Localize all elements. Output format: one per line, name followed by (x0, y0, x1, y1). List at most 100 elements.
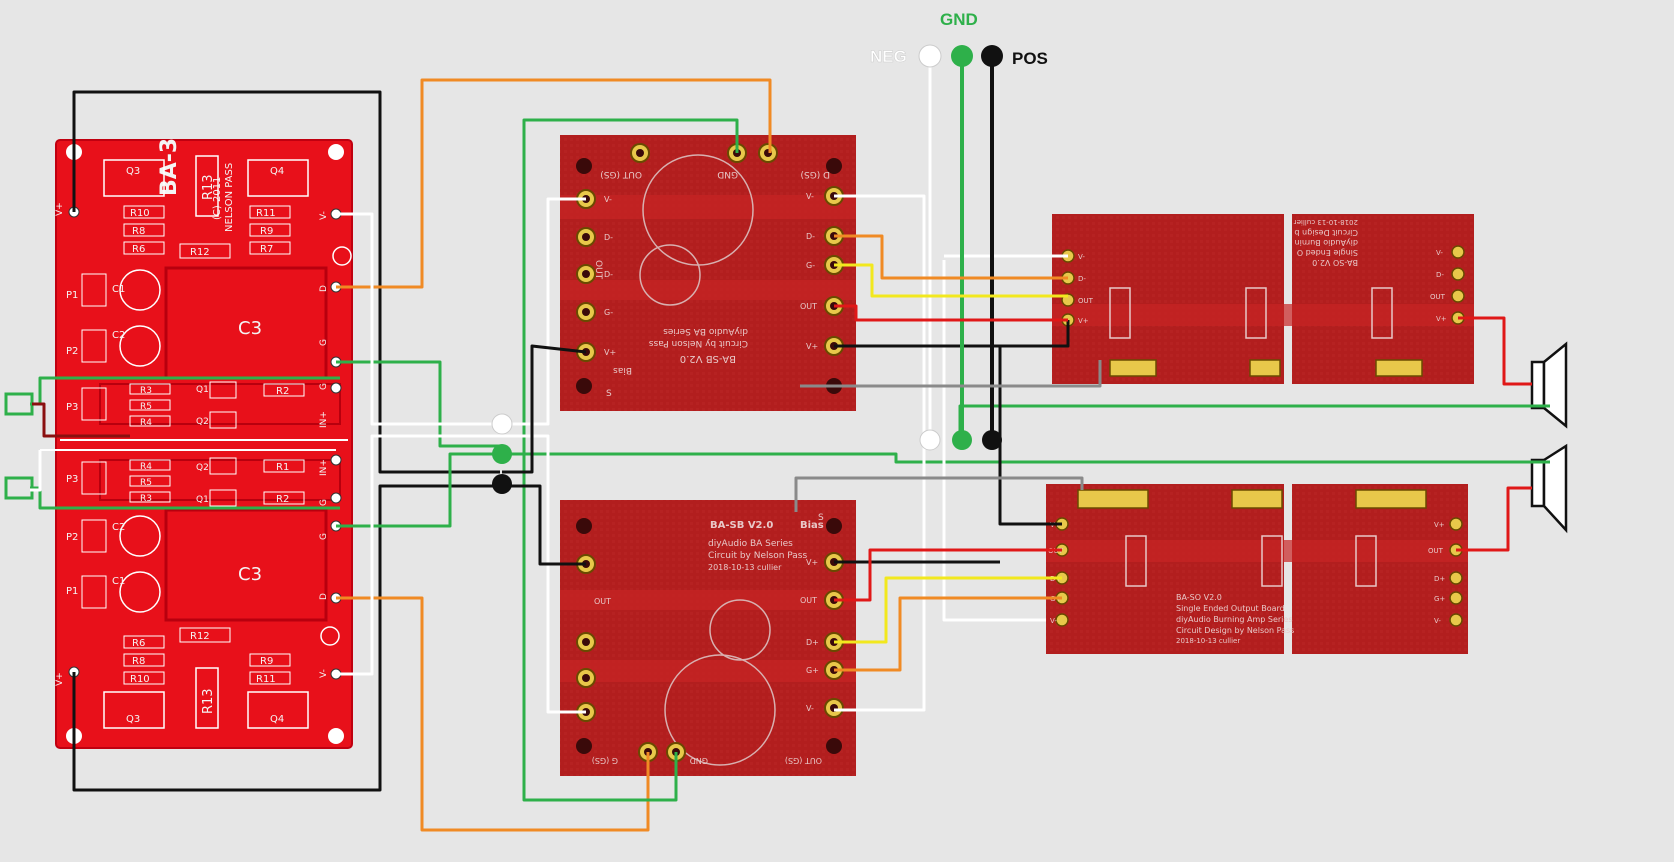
output-board-bottom: BA-SO V2.0 Single Ended Output Board diy… (1046, 484, 1468, 654)
ba3-q4-bottom: Q4 (270, 714, 284, 725)
bias-bottom-date: 2018-10-13 cullier (708, 563, 782, 572)
bias-top-pinl-0: V- (604, 195, 612, 204)
output-bottom-title: BA-SO V2.0 (1176, 593, 1222, 602)
ba3-q2-top: Q2 (196, 417, 209, 427)
speaker-icon (1530, 341, 1568, 429)
ba3-q3-bottom: Q3 (126, 714, 140, 725)
ba3-r1-bottom: R1 (276, 462, 289, 473)
bias-top-pinr-2: G- (806, 261, 815, 270)
bias-top-series: diyAudio BA Series (663, 326, 748, 336)
ba3-r2-bottom: R2 (276, 494, 289, 505)
ba3-q3-top: Q3 (126, 166, 140, 177)
gnd-label: GND (940, 10, 978, 29)
output-top-pinr-0: V- (1436, 249, 1443, 257)
ba3-r9-bottom: R9 (260, 656, 273, 667)
speaker-icon (1530, 443, 1568, 534)
ba3-q1-top: Q1 (196, 385, 209, 395)
ba3-p2-top: P2 (66, 346, 78, 357)
bias-bottom-pinr-1: OUT (800, 596, 817, 605)
bias-top-label-dgs: D (GS) (800, 169, 830, 179)
ba3-designer: NELSON PASS (224, 163, 235, 232)
ba3-r4-bottom: R4 (140, 462, 152, 472)
output-bottom-subtitle: Single Ended Output Board (1176, 604, 1285, 613)
pos-label: POS (1012, 49, 1048, 68)
output-bottom-pinr-0: V+ (1434, 521, 1445, 529)
bias-bottom-credit: Circuit by Nelson Pass (708, 551, 807, 561)
output-bottom-pinr-4: V- (1434, 617, 1441, 625)
bias-board-top: OUT (GS) D (GS) GND OUT BA-SB V2.0 Circu… (560, 135, 856, 411)
bias-top-title: BA-SB V2.0 (680, 353, 736, 364)
bias-bottom-gnd: GND (690, 756, 708, 765)
bias-bottom-bias: Bias (800, 520, 824, 531)
bias-top-label-out: OUT (593, 260, 603, 280)
bias-top-label-gnd: GND (717, 169, 738, 179)
output-top-pinr-2: OUT (1430, 293, 1446, 301)
pin-g2-top: G (319, 383, 329, 390)
neg-label: NEG (870, 47, 907, 66)
pin-in-plus-bottom: IN+ (319, 459, 329, 476)
ba3-r5-top: R5 (140, 402, 152, 412)
output-top-pinr-1: D- (1436, 271, 1444, 279)
ba3-r7-top: R7 (260, 244, 273, 255)
bias-top-pinr-4: V+ (806, 342, 818, 351)
output-top-pinr-3: V+ (1436, 315, 1447, 323)
output-bottom-pinl-4: V- (1050, 617, 1057, 625)
bias-top-label-outgs: OUT (GS) (600, 169, 642, 179)
ba3-c1-bottom: C1 (112, 576, 125, 587)
ba3-bottom-input-section: R4 R5 R3 Q2 Q1 R1 R2 (129, 457, 305, 507)
ba3-c1-top: C1 (112, 284, 125, 295)
output-top-subtitle: Single Ended O (1297, 248, 1358, 257)
output-top-line5: 2018-10-13 cullier (1294, 218, 1358, 226)
bias-bottom-out: OUT (594, 597, 611, 606)
bias-top-pin-labels: V- D- D- G- V+ V- D- G- OUT V+ (604, 192, 818, 357)
ba3-p3-bottom: P3 (66, 474, 78, 485)
output-bottom-pinr-2: D+ (1434, 575, 1445, 583)
ba3-r6-bottom: R6 (132, 638, 145, 649)
bias-bottom-title: BA-SB V2.0 (710, 520, 773, 531)
bias-bottom-pinr-3: G+ (806, 666, 819, 675)
output-bottom-line4: Circuit Design by Nelson Pass (1176, 626, 1294, 635)
output-top-pin-labels: V- D- OUT V+ V- D- OUT V+ (1078, 249, 1447, 325)
bias-top-pinr-3: OUT (800, 302, 817, 311)
bias-top-pinl-3: G- (604, 308, 613, 317)
bias-bottom-outgs: OUT (GS) (785, 756, 822, 765)
ba3-r12-bottom: R12 (190, 631, 210, 642)
output-bottom-pinr-3: G+ (1434, 595, 1445, 603)
pin-in-plus-top: IN+ (319, 411, 329, 428)
ba3-bottom-pins: IN+ G G D V- V+ (55, 459, 329, 686)
ba3-r8-top: R8 (132, 226, 145, 237)
bias-bottom-pinr-0: V+ (806, 558, 818, 567)
ba3-r13-top: R13 (201, 174, 216, 200)
pin-v-minus-top: V- (319, 211, 329, 220)
bias-bottom-s: S (818, 513, 824, 523)
bias-top-credit: Circuit by Nelson Pass (649, 338, 748, 348)
ba3-board: BA-3 (C) 2011 NELSON PASS R13 Q3 Q4 R10 … (55, 138, 353, 749)
ba3-r10-bottom: R10 (130, 674, 150, 685)
bias-top-pinr-0: V- (806, 192, 814, 201)
pin-g-bottom: G (319, 499, 329, 506)
output-board-top: BA-SO V2.0 Single Ended O diyAudio Burni… (1052, 214, 1474, 384)
ba3-p2-bottom: P2 (66, 532, 78, 543)
output-bottom-pinr-1: OUT (1428, 547, 1444, 555)
output-top-pinl-0: V- (1078, 253, 1085, 261)
ba3-q4-top: Q4 (270, 166, 284, 177)
ba3-c3-bottom: C3 (238, 564, 262, 585)
supply-terminals: NEG GND POS (870, 10, 1048, 68)
ba3-r5-bottom: R5 (140, 478, 152, 488)
wires (30, 56, 1550, 832)
output-top-pinl-2: OUT (1078, 297, 1094, 305)
pin-v-minus-bottom: V- (319, 669, 329, 678)
pin-g-top: G (319, 339, 329, 346)
ba3-r11-bottom: R11 (256, 674, 276, 685)
ba3-c2-top: C2 (112, 330, 125, 341)
bias-top-pinr-1: D- (806, 232, 815, 241)
output-bottom-line5: 2018-10-13 cullier (1176, 637, 1240, 645)
output-bottom-line3: diyAudio Burning Amp Series (1176, 615, 1293, 624)
ba3-r3-top: R3 (140, 386, 152, 396)
bias-top-bias: Bias (613, 365, 632, 375)
ba3-top-input-section: R3 R5 R4 Q1 Q2 R2 (129, 381, 305, 429)
output-top-line3: diyAudio Burnin (1295, 238, 1358, 247)
bias-board-bottom: BA-SB V2.0 Bias diyAudio BA Series Circu… (560, 500, 856, 776)
pin-v-plus-bottom-left: V+ (55, 672, 65, 686)
